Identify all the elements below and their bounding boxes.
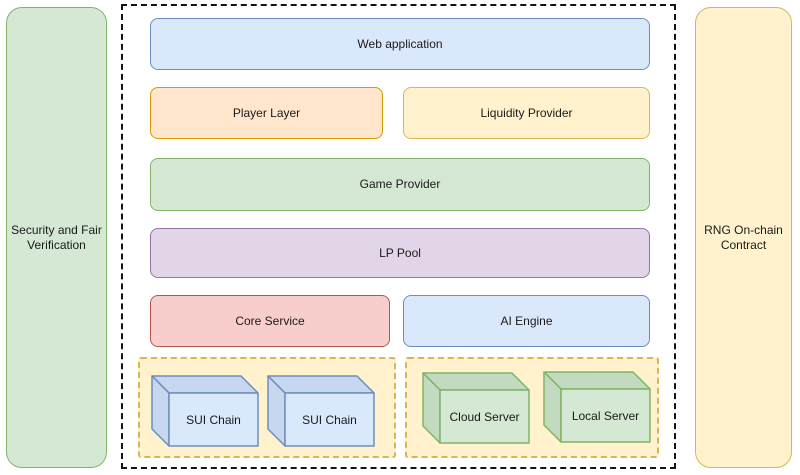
cube-shape-icon <box>151 375 259 447</box>
security-fair-verification-label-line2: Verification <box>27 237 86 252</box>
rng-onchain-contract-panel: RNG On-chain Contract <box>695 7 792 468</box>
core-service-label: Core Service <box>235 313 305 328</box>
sui-chain-1-label: SUI Chain <box>186 412 241 427</box>
cube-shape-icon <box>267 375 375 447</box>
security-fair-verification-panel: Security and Fair Verification <box>6 7 107 468</box>
rng-onchain-contract-label-line2: Contract <box>720 237 767 252</box>
ai-engine-node: AI Engine <box>403 295 650 347</box>
liquidity-provider-label: Liquidity Provider <box>480 105 573 120</box>
local-server-label: Local Server <box>571 408 640 423</box>
core-service-node: Core Service <box>150 295 390 347</box>
liquidity-provider-node: Liquidity Provider <box>403 87 650 139</box>
local-server-cube: Local Server <box>543 371 651 443</box>
player-layer-node: Player Layer <box>150 87 383 139</box>
cube-shape-icon <box>422 372 530 444</box>
player-layer-label: Player Layer <box>232 105 301 120</box>
game-provider-node: Game Provider <box>150 158 650 211</box>
lp-pool-label: LP Pool <box>379 245 421 260</box>
lp-pool-node: LP Pool <box>150 228 650 278</box>
web-application-label: Web application <box>357 36 443 51</box>
cube-shape-icon <box>543 371 651 443</box>
cloud-server-label: Cloud Server <box>449 409 520 424</box>
cloud-server-cube: Cloud Server <box>422 372 530 444</box>
security-fair-verification-label-line1: Security and Fair <box>11 222 102 237</box>
sui-chain-2-label: SUI Chain <box>302 412 357 427</box>
game-provider-label: Game Provider <box>359 177 441 191</box>
rng-onchain-contract-label-line1: RNG On-chain <box>704 222 783 237</box>
sui-chain-cube-2: SUI Chain <box>267 375 375 447</box>
ai-engine-label: AI Engine <box>500 313 553 328</box>
sui-chain-cube-1: SUI Chain <box>151 375 259 447</box>
web-application-node: Web application <box>150 18 650 70</box>
